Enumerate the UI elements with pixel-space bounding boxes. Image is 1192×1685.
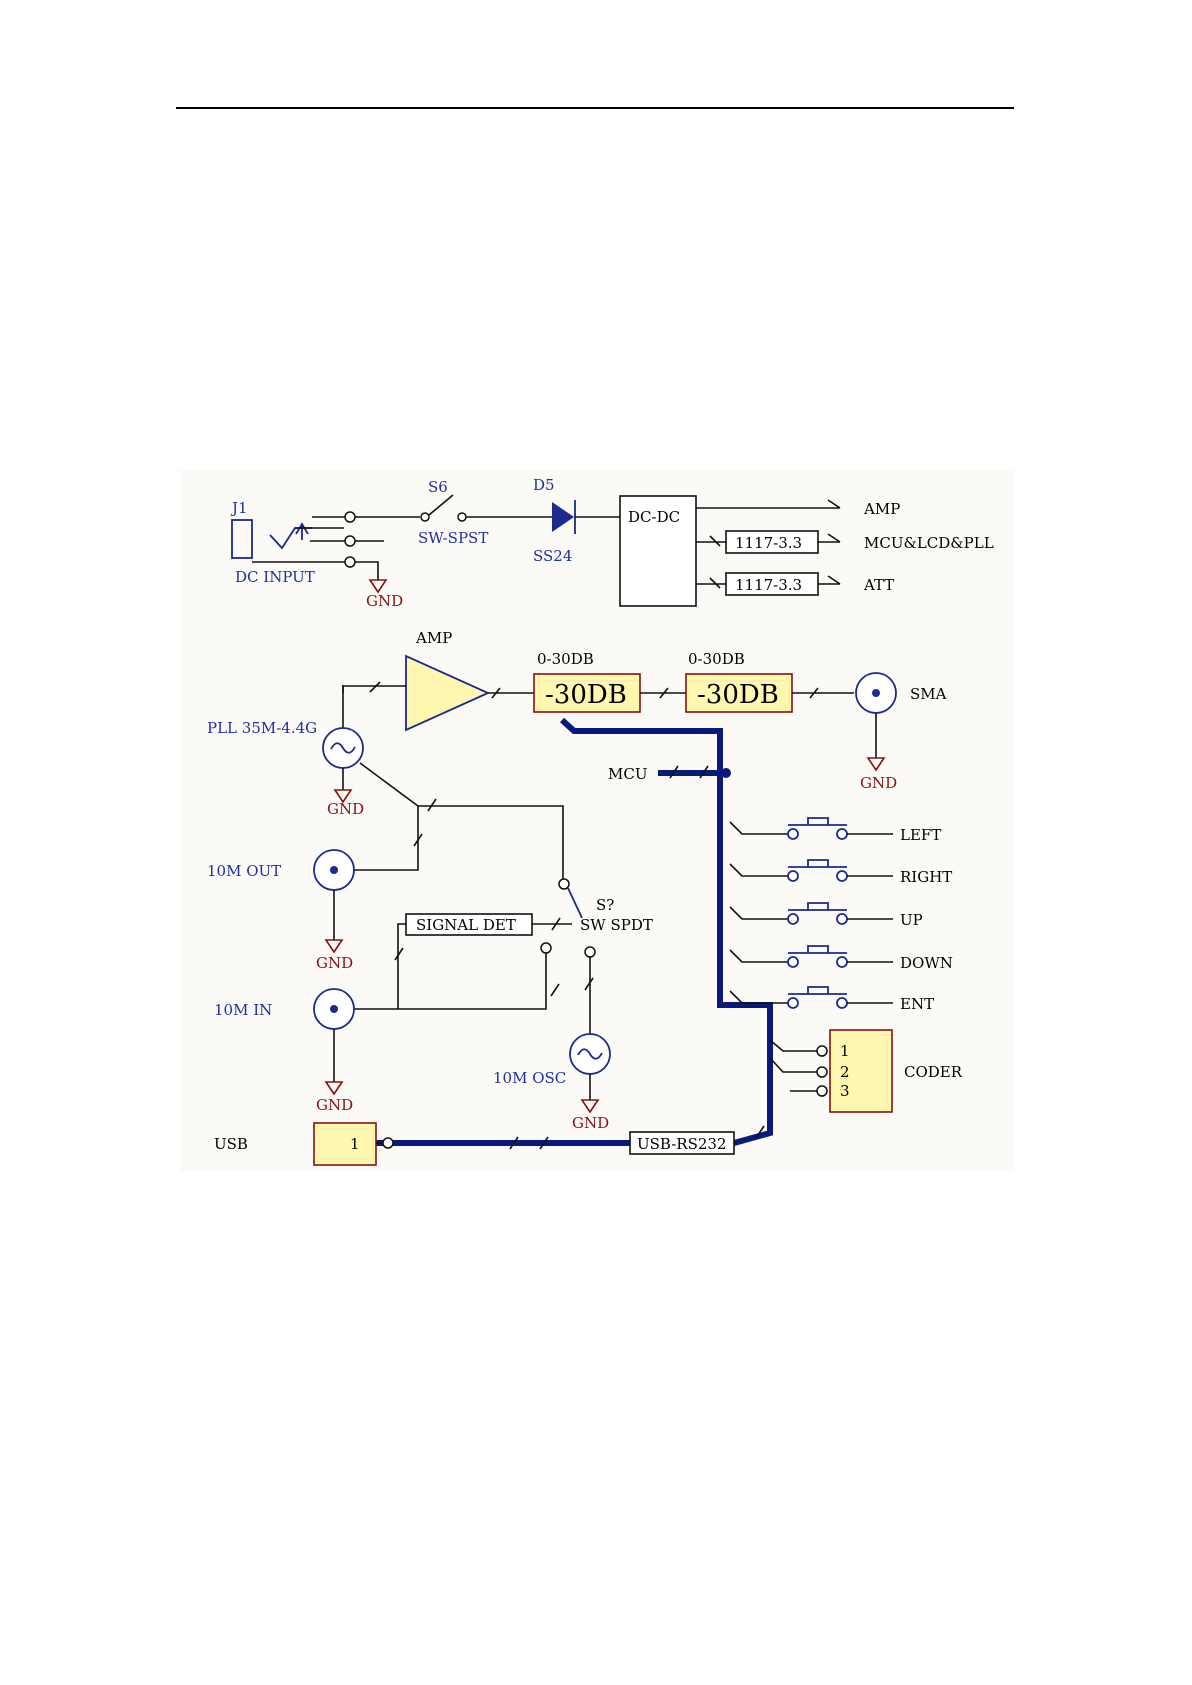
reg2-label: 1117-3.3	[735, 576, 802, 594]
d5-label: D5	[533, 476, 555, 494]
s7-throw-b	[585, 947, 595, 957]
jack-arrow	[296, 524, 308, 540]
button-group: LEFT RIGHT UP DOWN	[730, 818, 953, 1013]
j1-label: J1	[230, 499, 248, 517]
out-amp-label: AMP	[863, 500, 900, 518]
in-10m-label: 10M IN	[214, 1001, 272, 1019]
ground-symbol	[868, 758, 884, 770]
out-10m-label: 10M OUT	[207, 862, 281, 880]
s6-pin-a	[421, 513, 429, 521]
coder-block: 1 2 3 CODER	[770, 1030, 963, 1112]
att1-caption: 0-30DB	[537, 650, 594, 668]
signal-det-label: SIGNAL DET	[416, 916, 516, 934]
usb-bridge-label: USB-RS232	[637, 1135, 727, 1153]
coder-pin: 3	[840, 1082, 850, 1100]
out-gnd-label: GND	[316, 954, 353, 972]
button-label: UP	[900, 911, 923, 929]
coder-label: CODER	[904, 1063, 963, 1081]
coder-pin: 1	[840, 1042, 850, 1060]
button-up: UP	[730, 903, 923, 929]
jack-pin-1	[345, 512, 355, 522]
s7-label: S?	[596, 896, 614, 914]
ground-symbol	[582, 1100, 598, 1112]
s6-label: S6	[428, 478, 448, 496]
reference-section: S? SW SPDT 10M OUT GND SIGNAL DET 10M IN…	[207, 763, 653, 1132]
osc-label: 10M OSC	[493, 1069, 566, 1087]
button-label: RIGHT	[900, 868, 952, 886]
s7-throw-a	[541, 943, 551, 953]
jack-pin-2	[345, 536, 355, 546]
button-label: LEFT	[900, 826, 941, 844]
pll-label: PLL 35M-4.4G	[207, 719, 317, 737]
ground-symbol	[370, 580, 386, 592]
diode-d5	[552, 502, 574, 532]
att2-value: -30DB	[697, 680, 779, 710]
ground-symbol	[326, 1082, 342, 1094]
mcu-label: MCU	[608, 765, 647, 783]
coder-pin: 2	[840, 1063, 850, 1081]
amp-label: AMP	[415, 629, 452, 647]
s7-lever	[568, 888, 582, 918]
ground-symbol	[326, 940, 342, 952]
button-left: LEFT	[730, 818, 941, 844]
s7-common	[559, 879, 569, 889]
button-right: RIGHT	[730, 860, 952, 886]
dcdc-label: DC-DC	[628, 508, 680, 526]
rf-chain: AMP 0-30DB -30DB 0-30DB -30DB SMA GND PL…	[207, 629, 947, 818]
att2-caption: 0-30DB	[688, 650, 745, 668]
sma-gnd-label: GND	[860, 774, 897, 792]
ss24-label: SS24	[533, 547, 572, 565]
dc-jack	[232, 520, 252, 558]
button-label: ENT	[900, 995, 934, 1013]
gnd-label: GND	[366, 592, 403, 610]
usb-connector	[314, 1123, 376, 1165]
s6-pin-b	[458, 513, 466, 521]
out-mcu-label: MCU&LCD&PLL	[864, 534, 994, 552]
button-label: DOWN	[900, 954, 953, 972]
s6-lever	[429, 495, 453, 515]
jack-pin-3	[345, 557, 355, 567]
button-ent: ENT	[730, 987, 934, 1013]
sma-label: SMA	[910, 685, 947, 703]
power-section: J1 GND DC INPUT S6 SW-SPST D5 SS24 DC-DC…	[230, 476, 994, 610]
amplifier	[406, 656, 488, 730]
button-down: DOWN	[730, 946, 953, 972]
osc-gnd-label: GND	[572, 1114, 609, 1132]
att1-value: -30DB	[545, 680, 627, 710]
reg1-label: 1117-3.3	[735, 534, 802, 552]
sw-spdt-label: SW SPDT	[580, 916, 653, 934]
in-gnd-label: GND	[316, 1096, 353, 1114]
pll-gnd-label: GND	[327, 800, 364, 818]
out-att-label: ATT	[863, 576, 894, 594]
dc-input-label: DC INPUT	[235, 568, 315, 586]
usb-pin: 1	[350, 1135, 360, 1153]
usb-label: USB	[214, 1135, 248, 1153]
sw-spst-label: SW-SPST	[418, 529, 488, 547]
